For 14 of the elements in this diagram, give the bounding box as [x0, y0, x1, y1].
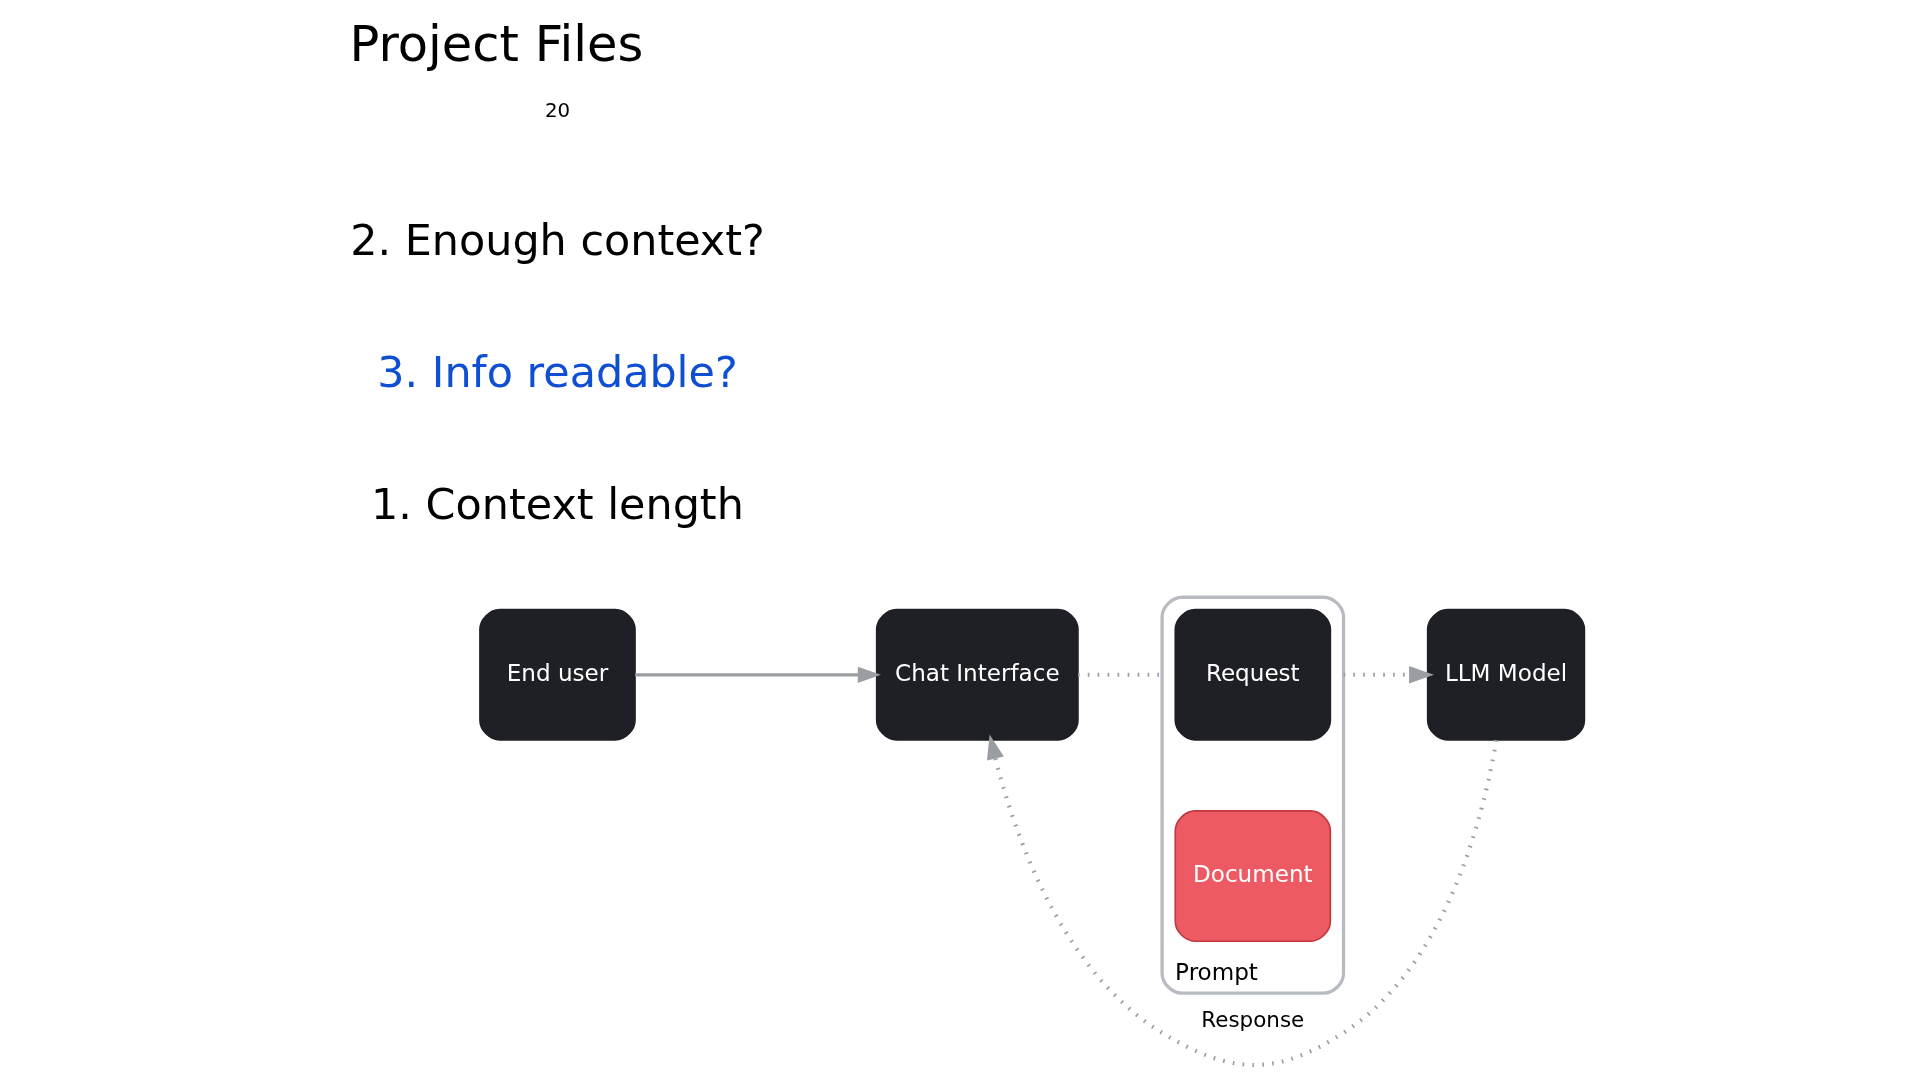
arrow [1343, 666, 1434, 684]
label: 3. Info readable? [377, 346, 738, 397]
node-box: Request [1174, 608, 1332, 741]
node-box: LLM Model [1426, 608, 1586, 741]
node-box: Document [1174, 810, 1332, 943]
edge-label: Response [1201, 1006, 1305, 1032]
arrow [987, 734, 1499, 1067]
label: 2. Enough context? [350, 214, 765, 265]
node-box: Chat Interface [875, 608, 1079, 741]
label: 1. Context length [371, 478, 744, 529]
label: 20 [544, 99, 571, 123]
diagram-title: Project Files [349, 15, 644, 74]
node-box: End user [479, 608, 636, 741]
arrow [635, 666, 881, 683]
